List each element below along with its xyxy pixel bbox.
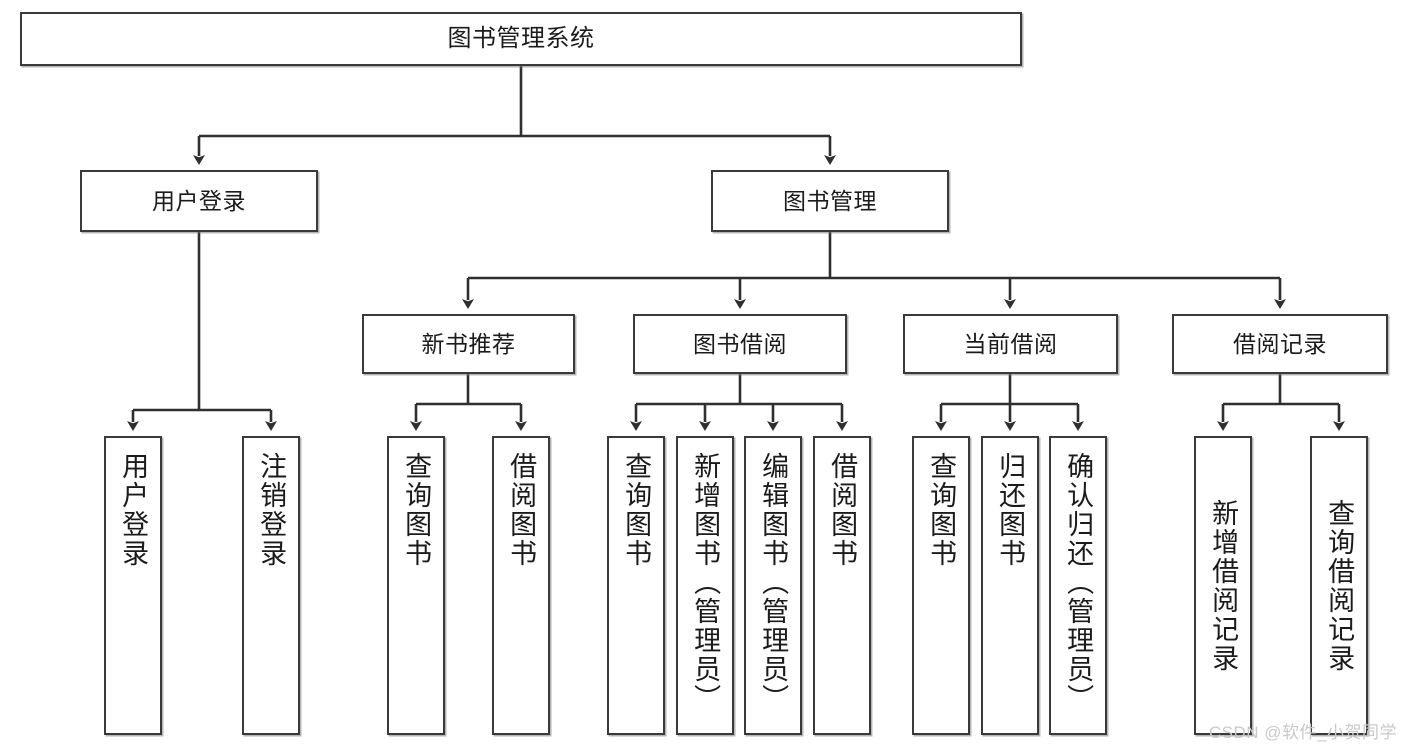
node-label: 用户登录 (118, 452, 149, 568)
node-label: 图书管理系统 (447, 25, 595, 53)
leaf-borrow-book-recommend[interactable]: 借阅图书 (492, 436, 550, 735)
node-label: 当前借阅 (963, 330, 1058, 357)
leaf-query-book-current[interactable]: 查询图书 (912, 436, 970, 735)
node-label: 新增借阅记录 (1208, 498, 1239, 673)
node-label: 图书管理 (783, 187, 877, 214)
leaf-confirm-return-admin[interactable]: 确认归还（管理员） (1049, 436, 1107, 735)
node-label: 确认归还（管理员） (1063, 452, 1094, 713)
node-label: 归还图书 (995, 452, 1026, 568)
leaf-logout-login[interactable]: 注销登录 (242, 436, 300, 735)
node-user-login[interactable]: 用户登录 (80, 170, 318, 232)
node-borrow-record[interactable]: 借阅记录 (1172, 314, 1388, 374)
leaf-add-borrow-record[interactable]: 新增借阅记录 (1194, 436, 1252, 735)
node-label: 借阅图书 (506, 452, 537, 568)
node-label: 查询图书 (621, 452, 652, 568)
node-label: 图书借阅 (693, 330, 787, 357)
leaf-user-login[interactable]: 用户登录 (104, 436, 162, 735)
node-label: 新增图书（管理员） (690, 452, 721, 713)
node-root-book-management-system[interactable]: 图书管理系统 (20, 12, 1022, 66)
node-book-management[interactable]: 图书管理 (711, 170, 949, 232)
node-label: 借阅图书 (827, 452, 858, 568)
node-current-borrow[interactable]: 当前借阅 (903, 314, 1118, 374)
leaf-return-book[interactable]: 归还图书 (981, 436, 1039, 735)
node-label: 查询图书 (401, 452, 432, 568)
node-label: 用户登录 (152, 187, 246, 214)
leaf-add-book-admin[interactable]: 新增图书（管理员） (676, 436, 734, 735)
leaf-query-borrow-record[interactable]: 查询借阅记录 (1310, 436, 1368, 735)
node-label: 查询图书 (926, 452, 957, 568)
leaf-edit-book-admin[interactable]: 编辑图书（管理员） (744, 436, 802, 735)
node-book-borrow[interactable]: 图书借阅 (633, 314, 847, 374)
node-label: 借阅记录 (1233, 330, 1327, 357)
node-new-book-recommend[interactable]: 新书推荐 (362, 314, 575, 374)
leaf-borrow-book[interactable]: 借阅图书 (813, 436, 871, 735)
node-label: 编辑图书（管理员） (758, 452, 789, 713)
node-label: 注销登录 (256, 452, 287, 568)
node-label: 新书推荐 (421, 330, 516, 357)
leaf-query-book-borrow[interactable]: 查询图书 (607, 436, 665, 735)
leaf-query-book-recommend[interactable]: 查询图书 (387, 436, 445, 735)
node-label: 查询借阅记录 (1324, 498, 1355, 673)
